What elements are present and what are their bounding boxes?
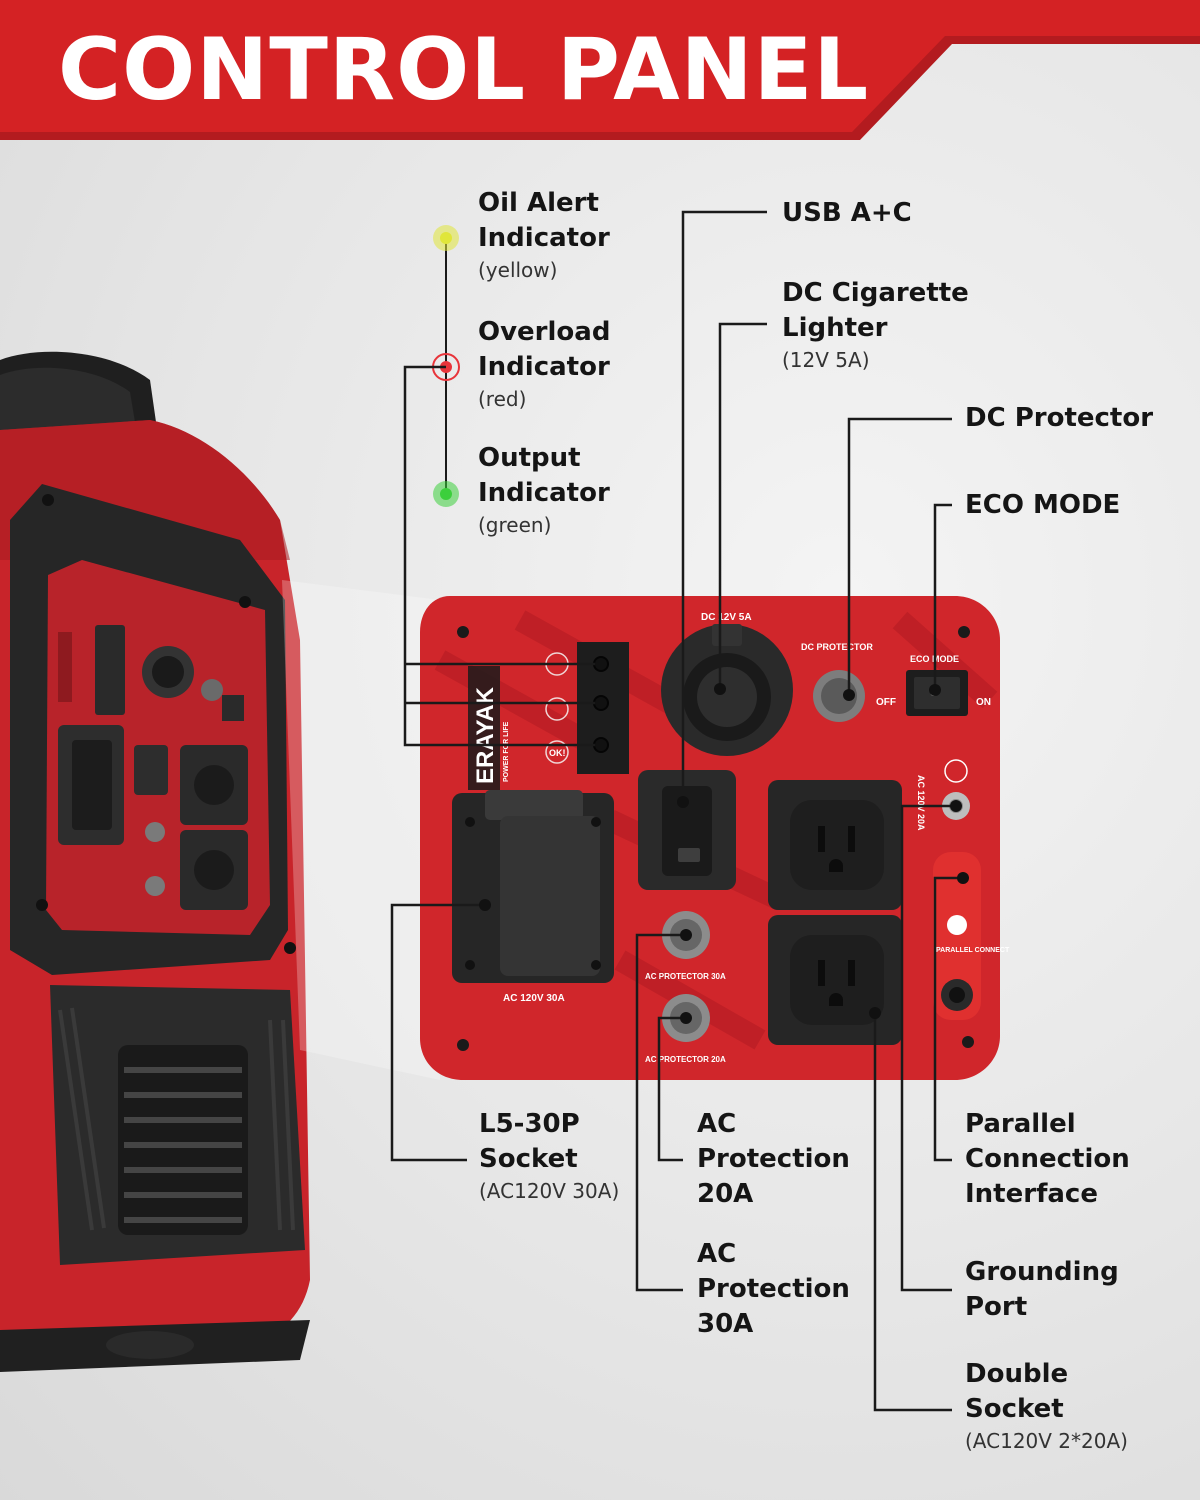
panel-ac30-label: AC 120V 30A xyxy=(503,993,565,1004)
callout-oil-alert-sub: (yellow) xyxy=(478,258,558,282)
callout-eco-mode-label: ECO MODE xyxy=(965,490,1121,520)
panel-ac20-label: AC 120V 20A xyxy=(916,775,926,831)
callout-dc-lighter-label: DC Cigarette Lighter xyxy=(782,278,969,343)
generator-body xyxy=(0,351,440,1372)
panel-dc-protector-label: DC PROTECTOR xyxy=(801,642,873,652)
panel-ac-protector-20-label: AC PROTECTOR 20A xyxy=(645,1055,726,1064)
callout-grounding-label: Grounding Port xyxy=(965,1257,1119,1322)
callout-dc-protector-label: DC Protector xyxy=(965,403,1154,433)
callout-l5-30p-label: L5-30P Socket xyxy=(479,1109,580,1174)
header-band xyxy=(0,0,1200,140)
callout-output-sub: (green) xyxy=(478,513,552,537)
callout-ac-protection-30a-label: AC Protection 30A xyxy=(697,1239,850,1339)
callout-dc-lighter: DC Cigarette Lighter (12V 5A) xyxy=(782,276,969,374)
callout-double-socket: Double Socket (AC120V 2*20A) xyxy=(965,1357,1128,1455)
callout-usb-label: USB A+C xyxy=(782,198,912,228)
callout-overload: Overload Indicator (red) xyxy=(478,315,610,413)
panel-brand-sub: POWER FOR LIFE xyxy=(503,721,510,782)
callout-l5-30p: L5-30P Socket (AC120V 30A) xyxy=(479,1107,619,1205)
panel-dc-label: DC 12V 5A xyxy=(701,612,752,623)
panel-on-label: ON xyxy=(976,697,991,708)
callout-overload-sub: (red) xyxy=(478,387,527,411)
callout-ac-protection-20a: AC Protection 20A xyxy=(697,1107,850,1212)
page-title: CONTROL PANEL xyxy=(58,20,870,120)
panel-brand: ERAYAK xyxy=(472,686,499,784)
callout-l5-30p-sub: (AC120V 30A) xyxy=(479,1179,620,1203)
control-panel-closeup: ERAYAK POWER FOR LIFE OK! DC 12V 5A DC P… xyxy=(420,596,1010,1080)
leader-dots xyxy=(479,658,969,1024)
callout-double-socket-sub: (AC120V 2*20A) xyxy=(965,1429,1128,1453)
panel-ok-label: OK! xyxy=(549,748,566,758)
callout-oil-alert-label: Oil Alert Indicator xyxy=(478,188,610,253)
panel-ac-protector-30-label: AC PROTECTOR 30A xyxy=(645,972,726,981)
callout-usb: USB A+C xyxy=(782,196,912,231)
callout-grounding: Grounding Port xyxy=(965,1255,1119,1325)
callout-output: Output Indicator (green) xyxy=(478,441,610,539)
panel-parallel-label: PARALLEL CONNECT xyxy=(936,947,1010,954)
callout-dc-protector: DC Protector xyxy=(965,401,1153,436)
callout-output-label: Output Indicator xyxy=(478,443,610,508)
callout-ac-protection-20a-label: AC Protection 20A xyxy=(697,1109,850,1209)
callout-overload-label: Overload Indicator xyxy=(478,317,611,382)
callout-parallel: Parallel Connection Interface xyxy=(965,1107,1130,1212)
callout-double-socket-label: Double Socket xyxy=(965,1359,1069,1424)
parallel-connect-interface xyxy=(933,852,981,1020)
leader-lines xyxy=(390,210,963,1412)
callout-oil-alert: Oil Alert Indicator (yellow) xyxy=(478,186,610,284)
callout-parallel-label: Parallel Connection Interface xyxy=(965,1109,1130,1209)
callout-eco-mode: ECO MODE xyxy=(965,488,1120,523)
callout-dc-lighter-sub: (12V 5A) xyxy=(782,348,870,372)
panel-off-label: OFF xyxy=(876,697,896,708)
callout-ac-protection-30a: AC Protection 30A xyxy=(697,1237,850,1342)
